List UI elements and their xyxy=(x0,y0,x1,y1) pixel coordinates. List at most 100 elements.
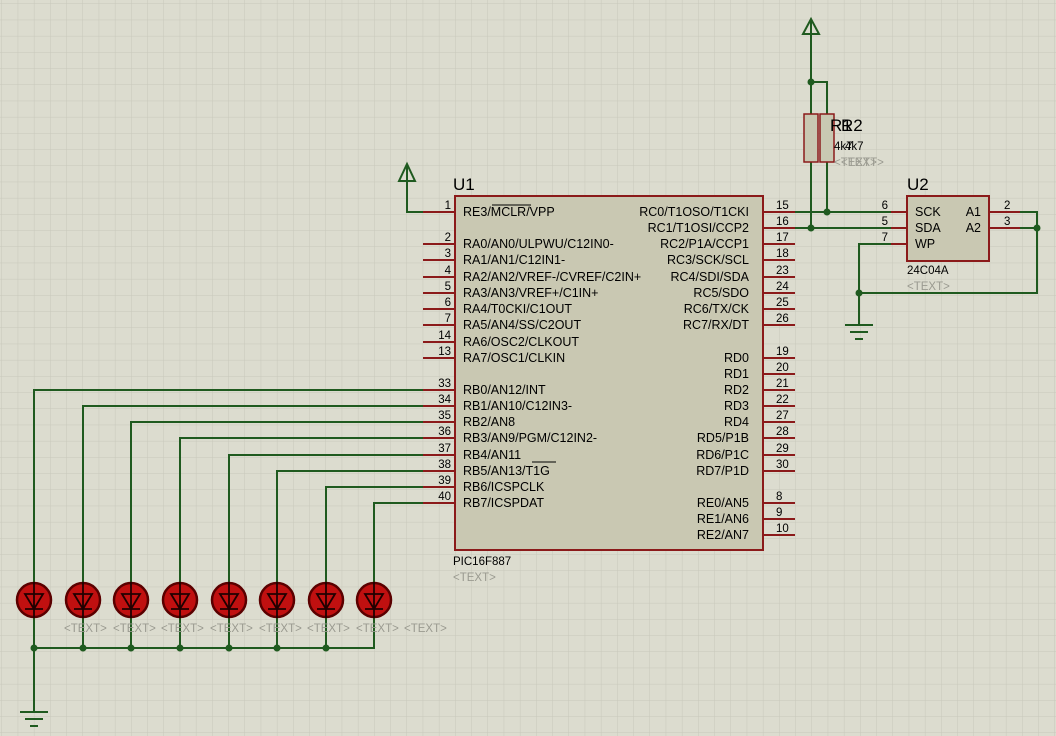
wire-mclr-power xyxy=(406,183,423,213)
led-4[interactable]: <TEXT> xyxy=(210,581,302,635)
pin-label: RC7/RX/DT xyxy=(683,318,749,332)
u2-pin-2[interactable]: 2 A1 xyxy=(966,200,1020,219)
pin-label: A1 xyxy=(966,205,981,219)
u2-pin-6[interactable]: 6 SCK xyxy=(882,200,942,219)
power-terminal-icon[interactable] xyxy=(801,16,821,35)
pin-number: 34 xyxy=(438,394,451,406)
pin-number: 38 xyxy=(438,459,451,471)
pin-label: RE2/AN7 xyxy=(697,528,749,542)
pin-label: WP xyxy=(915,237,935,251)
power-terminal-icon[interactable] xyxy=(397,161,417,183)
pin-number: 28 xyxy=(776,426,789,438)
r1-value: 4k7 xyxy=(834,141,853,153)
pin-number: 8 xyxy=(776,491,782,503)
led-text: <TEXT> xyxy=(259,623,302,635)
pin-label: RA4/T0CKI/C1OUT xyxy=(463,302,572,316)
pin-number: 14 xyxy=(438,330,451,342)
led-text: <TEXT> xyxy=(161,623,204,635)
ground-icon[interactable] xyxy=(20,711,48,727)
ground-icon[interactable] xyxy=(845,324,873,340)
pin-label: RB5/AN13/T1G xyxy=(463,464,550,478)
resistor-body xyxy=(803,113,819,163)
led-7[interactable]: <TEXT> xyxy=(355,581,447,635)
pin-label: RA5/AN4/SS/C2OUT xyxy=(463,318,581,332)
pin-38[interactable]: 38 RB5/AN13/T1G xyxy=(423,459,550,478)
u2-pin-3[interactable]: 3A2 xyxy=(966,216,1020,235)
pin-number: 6 xyxy=(882,200,888,212)
led-6[interactable]: <TEXT> xyxy=(307,581,399,635)
resistor-r2[interactable] xyxy=(819,113,835,163)
resistor-r1[interactable] xyxy=(803,113,819,163)
wire-wp-gnd xyxy=(858,243,891,325)
pin-number: 4 xyxy=(445,265,452,277)
pin-number: 2 xyxy=(1004,200,1010,212)
diode-icon xyxy=(266,582,288,618)
pin-number: 24 xyxy=(776,281,789,293)
pin-number: 35 xyxy=(438,410,451,422)
u1-ref: U1 xyxy=(453,175,475,194)
wire-rb4-led xyxy=(228,454,423,582)
pin-label: RB2/AN8 xyxy=(463,415,515,429)
led-3[interactable]: <TEXT> xyxy=(161,581,253,635)
wire-top-power xyxy=(810,34,828,114)
u1-microcontroller[interactable] xyxy=(454,195,764,551)
pin-number: 15 xyxy=(776,200,789,212)
pin-35[interactable]: 35 RB2/AN8 xyxy=(423,410,515,429)
led-2[interactable]: <TEXT> xyxy=(112,581,204,635)
wire-a1-loop xyxy=(859,211,1038,294)
led-1[interactable]: <TEXT> xyxy=(64,581,156,635)
pin-label: RD2 xyxy=(724,383,749,397)
pin-label: SCK xyxy=(915,205,941,219)
pin-number: 16 xyxy=(776,216,789,228)
u2-text: <TEXT> xyxy=(907,281,950,293)
u2-ref: U2 xyxy=(907,175,929,194)
pin-29[interactable]: 29 RD6/P1C xyxy=(696,443,795,462)
led-0[interactable]: <TEXT> xyxy=(15,581,107,635)
led-5[interactable]: <TEXT> xyxy=(258,581,350,635)
pin-label: RD6/P1C xyxy=(696,448,749,462)
wire-rb2-led xyxy=(130,421,423,582)
pin-number: 25 xyxy=(776,297,789,309)
pin-number: 29 xyxy=(776,443,789,455)
pin-label: RD1 xyxy=(724,367,749,381)
pin-label: RD7/P1D xyxy=(696,464,749,478)
pin-number: 5 xyxy=(445,281,451,293)
